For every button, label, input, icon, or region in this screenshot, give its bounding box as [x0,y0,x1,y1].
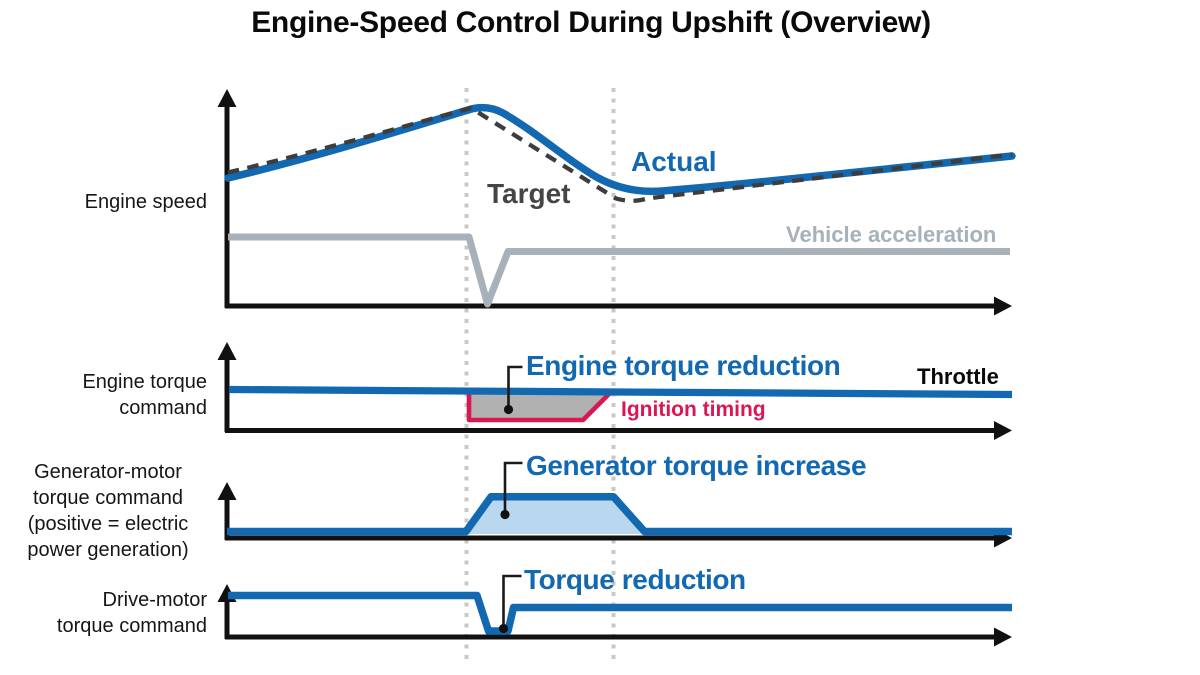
engine-speed-axis-label: Engine speed [84,191,207,213]
drive-reduction-leader [498,574,522,634]
engine-torque-reduction-leader [503,365,523,415]
page-title: Engine-Speed Control During Upshift (Ove… [251,6,931,39]
generator-torque-line [227,493,1012,536]
actual-curve-label: Actual [631,146,717,177]
drive-torque-axes [217,584,1012,647]
engine-torque-axis-label: Engine torque command [82,371,207,419]
drive-motor-torque-line [228,591,1012,635]
drive-torque-axis-label: Drive-motor torque command [56,589,207,637]
throttle-label: Throttle [917,364,999,389]
generator-torque-increase-label: Generator torque increase [526,450,867,481]
vehicle-acceleration-curve [228,233,1010,308]
engine-torque-reduction-label: Engine torque reduction [526,350,841,381]
generator-torque-axis-label: Generator-motor torque command (positive… [27,461,189,561]
vehicle-acceleration-label: Vehicle acceleration [786,222,997,247]
generator-increase-leader [500,461,523,520]
engine-torque-axes [217,342,1012,440]
engine-speed-axes [217,89,1012,316]
ignition-timing-label: Ignition timing [621,398,766,421]
target-curve-label: Target [487,178,571,209]
ignition-timing-outline [466,389,614,423]
generator-increase-fill [468,497,644,534]
engine-torque-reduction-region [469,391,608,419]
throttle-line [228,385,1013,399]
torque-reduction-label: Torque reduction [524,564,746,595]
target-engine-speed-curve [227,105,1013,203]
actual-engine-speed-curve [224,103,1016,196]
